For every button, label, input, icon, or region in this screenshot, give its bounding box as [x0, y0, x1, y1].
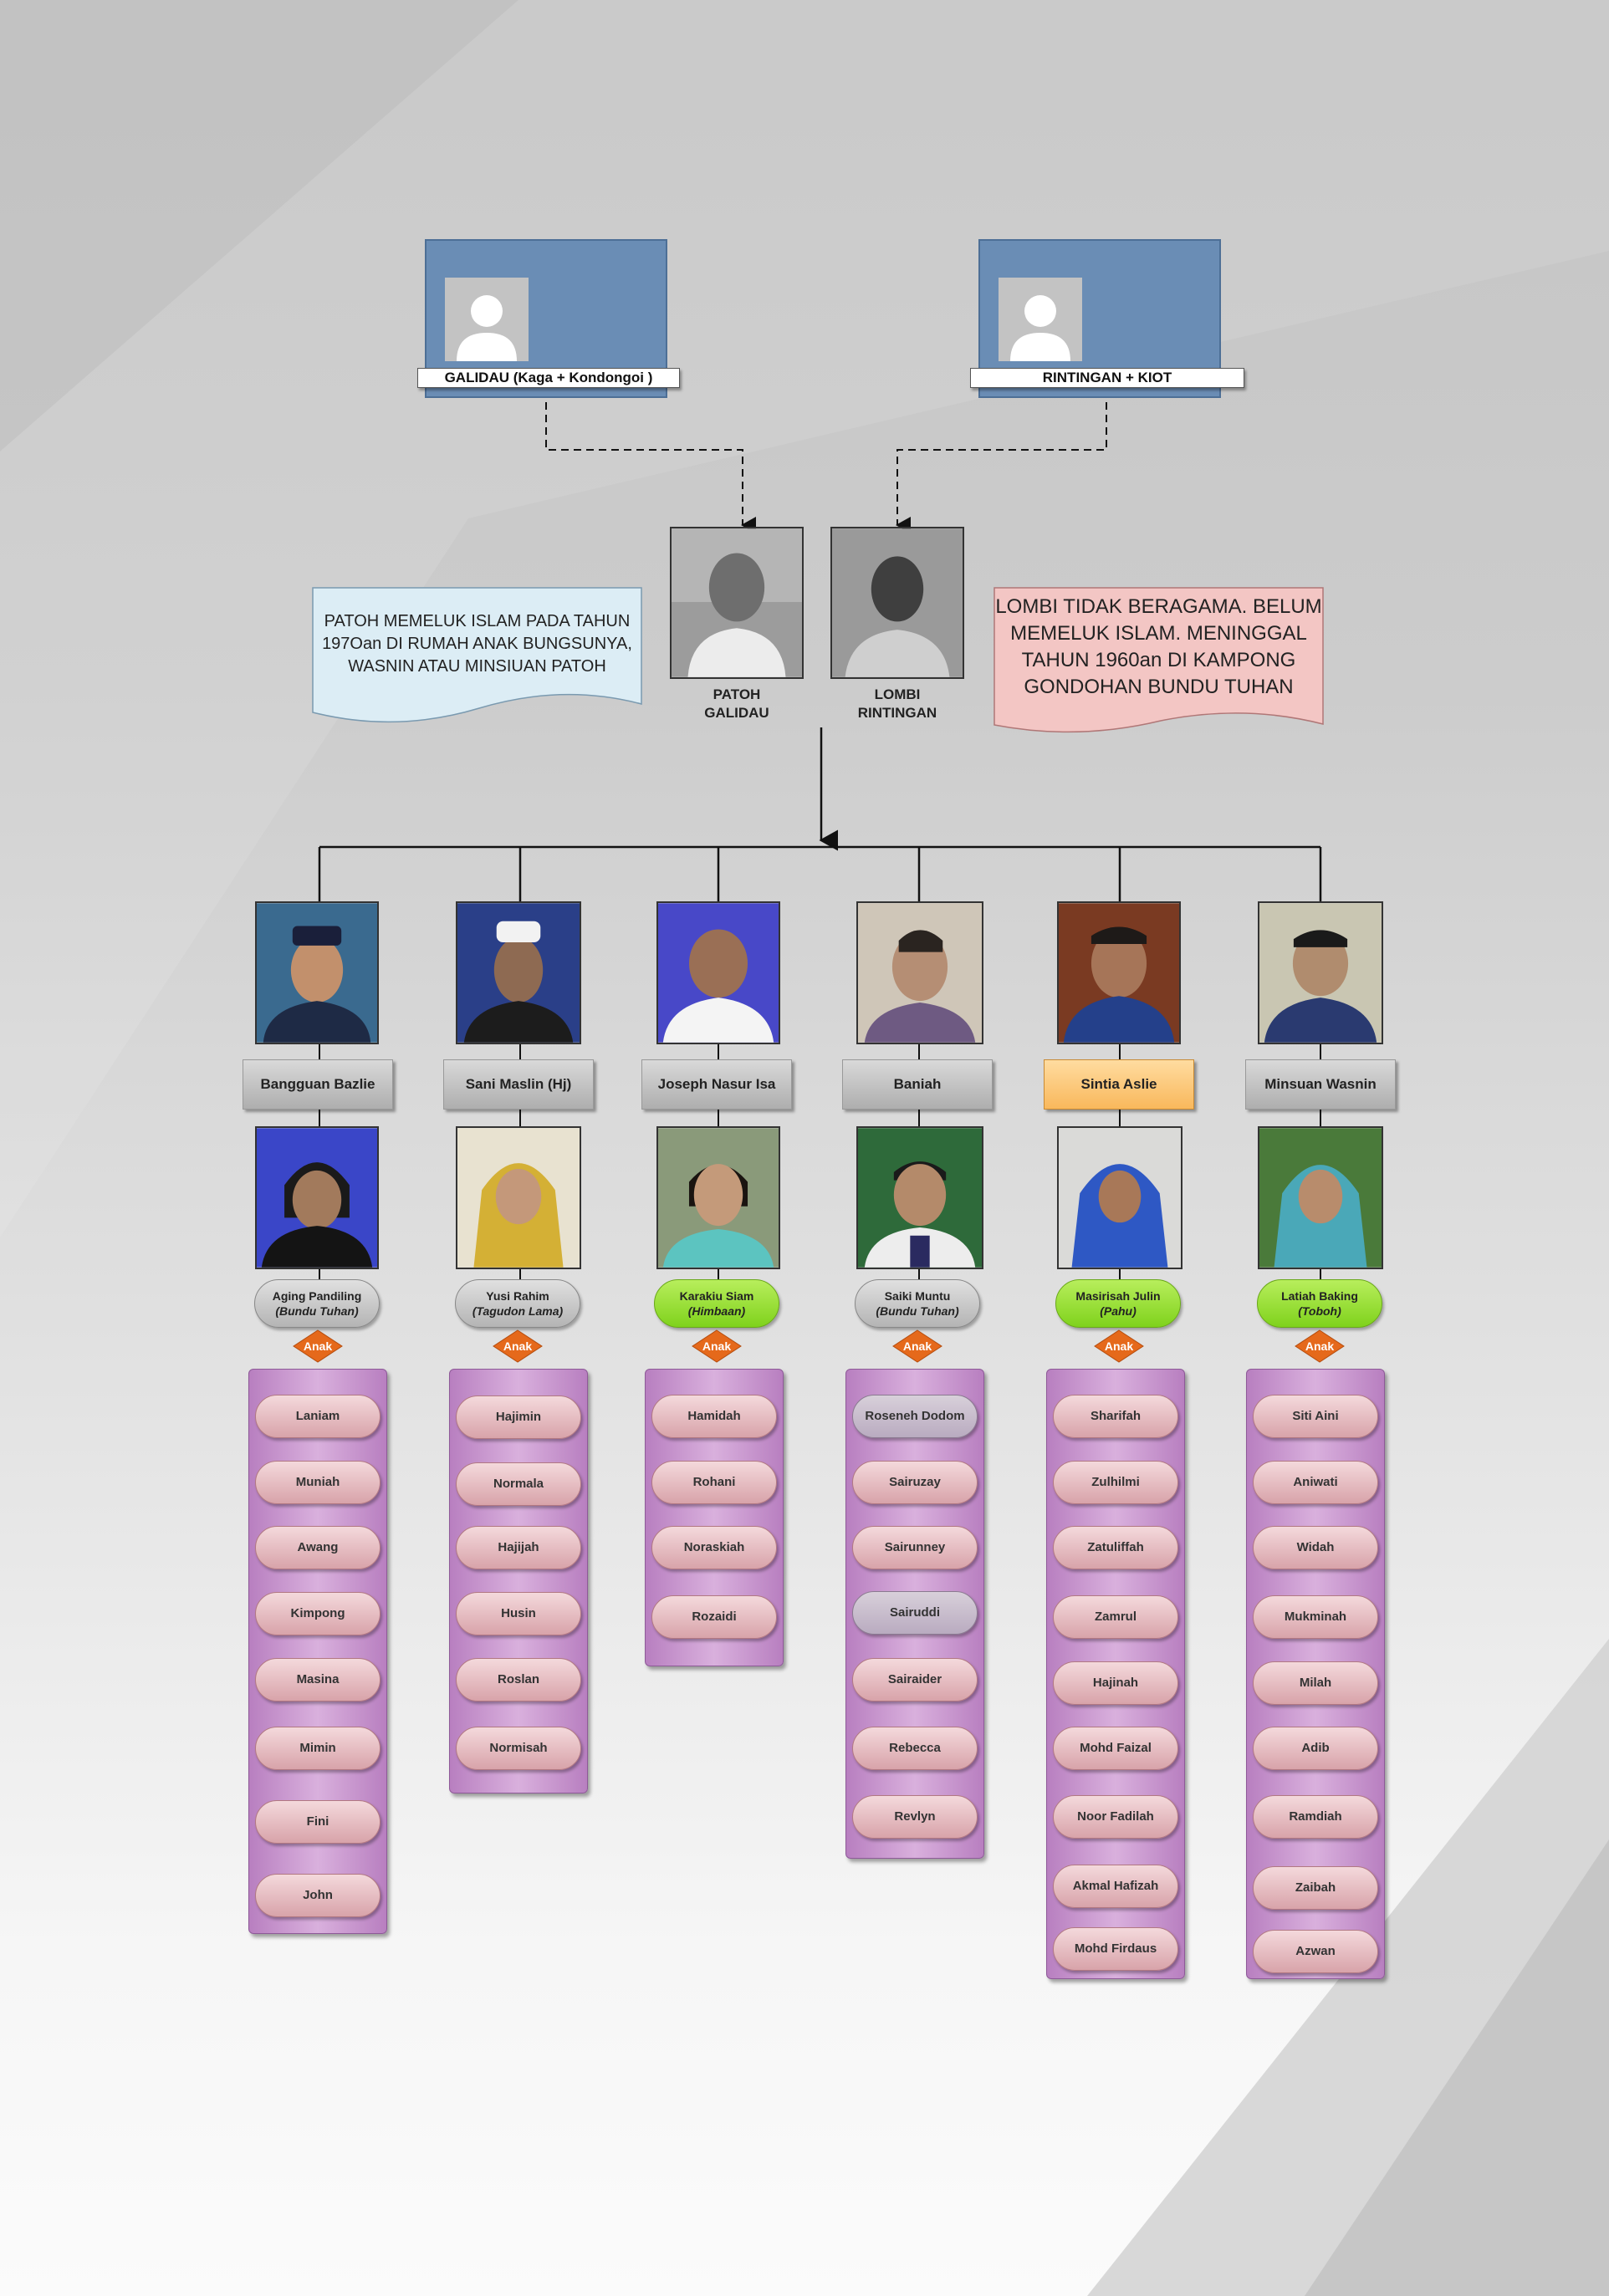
grandchild-name: Aniwati: [1253, 1461, 1378, 1504]
child-name-minsuan-wasnin: Minsuan Wasnin: [1245, 1059, 1396, 1110]
grandchild-name: Sairunney: [852, 1526, 978, 1569]
grandchildren-panel-bangguan: Laniam Muniah Awang Kimpong Masina Mimin…: [248, 1369, 387, 1934]
grandchild-name: Husin: [456, 1592, 581, 1635]
spouse-name-saiki-muntu: Saiki Muntu(Bundu Tuhan): [855, 1279, 980, 1328]
grandchild-name: Sharifah: [1053, 1395, 1178, 1438]
spouse-name-latiah-baking: Latiah Baking(Toboh): [1257, 1279, 1382, 1328]
grandchild-name: Hajimin: [456, 1395, 581, 1439]
anak-marker: Anak: [892, 1329, 942, 1363]
child-name-bangguan-bazlie: Bangguan Bazlie: [243, 1059, 393, 1110]
person-placeholder-icon: [445, 278, 529, 361]
grandchild-name: Normala: [456, 1462, 581, 1506]
anak-marker: Anak: [692, 1329, 742, 1363]
grandchild-name: Laniam: [255, 1395, 381, 1438]
grandchild-name: Awang: [255, 1526, 381, 1569]
grandchild-name: Fini: [255, 1800, 381, 1844]
child-name-joseph-nasur-isa: Joseph Nasur Isa: [641, 1059, 792, 1110]
anak-marker: Anak: [1295, 1329, 1345, 1363]
portrait-photo-saiki: [856, 1126, 983, 1269]
child-name-sintia-aslie: Sintia Aslie: [1044, 1059, 1194, 1110]
portrait-photo-aging: [255, 1126, 379, 1269]
grandchild-name: Normisah: [456, 1727, 581, 1770]
grandchild-name: Azwan: [1253, 1930, 1378, 1973]
grandchild-name: Rohani: [651, 1461, 777, 1504]
portrait-photo-minsuan: [1258, 901, 1383, 1044]
portrait-photo-bangguan: [255, 901, 379, 1044]
grandchild-name: Zamrul: [1053, 1595, 1178, 1639]
grandchild-name: Hajinah: [1053, 1661, 1178, 1705]
grandchild-name: Adib: [1253, 1727, 1378, 1770]
grandchild-name: Muniah: [255, 1461, 381, 1504]
grandchild-name: Revlyn: [852, 1795, 978, 1839]
portrait-photo-lombi: [830, 527, 964, 679]
portrait-photo-yusi: [456, 1126, 581, 1269]
spouse-name-aging-pandiling: Aging Pandiling(Bundu Tuhan): [254, 1279, 380, 1328]
grandchild-name: Masina: [255, 1658, 381, 1702]
grandchild-name: Ramdiah: [1253, 1795, 1378, 1839]
grandchildren-panel-baniah: Roseneh Dodom Sairuzay Sairunney Sairudd…: [845, 1369, 984, 1859]
grandchild-name: Noor Fadilah: [1053, 1795, 1178, 1839]
anak-marker: Anak: [493, 1329, 543, 1363]
grandchild-name: Zulhilmi: [1053, 1461, 1178, 1504]
grandchild-name: Mimin: [255, 1727, 381, 1770]
anak-marker: Anak: [1094, 1329, 1144, 1363]
grandchildren-panel-joseph: Hamidah Rohani Noraskiah Rozaidi: [645, 1369, 784, 1666]
spouse-name-karakiu-siam: Karakiu Siam(Himbaan): [654, 1279, 779, 1328]
grandchild-name: Widah: [1253, 1526, 1378, 1569]
grandchild-name: Roslan: [456, 1658, 581, 1702]
grandchild-name: Hajijah: [456, 1526, 581, 1569]
ancestor-label-galidau: GALIDAU (Kaga + Kondongoi ): [417, 368, 680, 388]
portrait-photo-sani: [456, 901, 581, 1044]
grandchild-name: Milah: [1253, 1661, 1378, 1705]
portrait-photo-latiah: [1258, 1126, 1383, 1269]
grandchild-name: Rebecca: [852, 1727, 978, 1770]
portrait-photo-patoh: [670, 527, 804, 679]
grandchild-name: Sairuddi: [852, 1591, 978, 1635]
spouse-name-masirisah-julin: Masirisah Julin(Pahu): [1055, 1279, 1181, 1328]
grandchild-name: Rozaidi: [651, 1595, 777, 1639]
grandchild-name: Zatuliffah: [1053, 1526, 1178, 1569]
portrait-photo-karakiu: [656, 1126, 780, 1269]
grandchildren-panel-minsuan: Siti Aini Aniwati Widah Mukminah Milah A…: [1246, 1369, 1385, 1979]
child-name-sani-maslin: Sani Maslin (Hj): [443, 1059, 594, 1110]
grandchild-name: Mohd Faizal: [1053, 1727, 1178, 1770]
grandchild-name: Noraskiah: [651, 1526, 777, 1569]
portrait-photo-baniah: [856, 901, 983, 1044]
ancestor-label-rintingan: RINTINGAN + KIOT: [970, 368, 1244, 388]
portrait-photo-masirisah: [1057, 1126, 1182, 1269]
anak-marker: Anak: [293, 1329, 343, 1363]
person-placeholder-icon: [999, 278, 1082, 361]
grandchild-name: Sairaider: [852, 1658, 978, 1702]
grandchild-name: John: [255, 1874, 381, 1917]
grandchild-name: Siti Aini: [1253, 1395, 1378, 1438]
grandchild-name: Zaibah: [1253, 1866, 1378, 1910]
portrait-photo-sintia: [1057, 901, 1181, 1044]
grandchild-name: Mohd Firdaus: [1053, 1927, 1178, 1971]
spouse-name-yusi-rahim: Yusi Rahim(Tagudon Lama): [455, 1279, 580, 1328]
grandchildren-panel-sintia: Sharifah Zulhilmi Zatuliffah Zamrul Haji…: [1046, 1369, 1185, 1979]
grandchild-name: Mukminah: [1253, 1595, 1378, 1639]
portrait-photo-joseph: [656, 901, 780, 1044]
grandchild-name: Kimpong: [255, 1592, 381, 1635]
grandchild-name: Roseneh Dodom: [852, 1395, 978, 1438]
child-name-baniah: Baniah: [842, 1059, 993, 1110]
grandchild-name: Hamidah: [651, 1395, 777, 1438]
grandchild-name: Sairuzay: [852, 1461, 978, 1504]
grandchildren-panel-sani: Hajimin Normala Hajijah Husin Roslan Nor…: [449, 1369, 588, 1793]
grandchild-name: Akmal Hafizah: [1053, 1865, 1178, 1908]
